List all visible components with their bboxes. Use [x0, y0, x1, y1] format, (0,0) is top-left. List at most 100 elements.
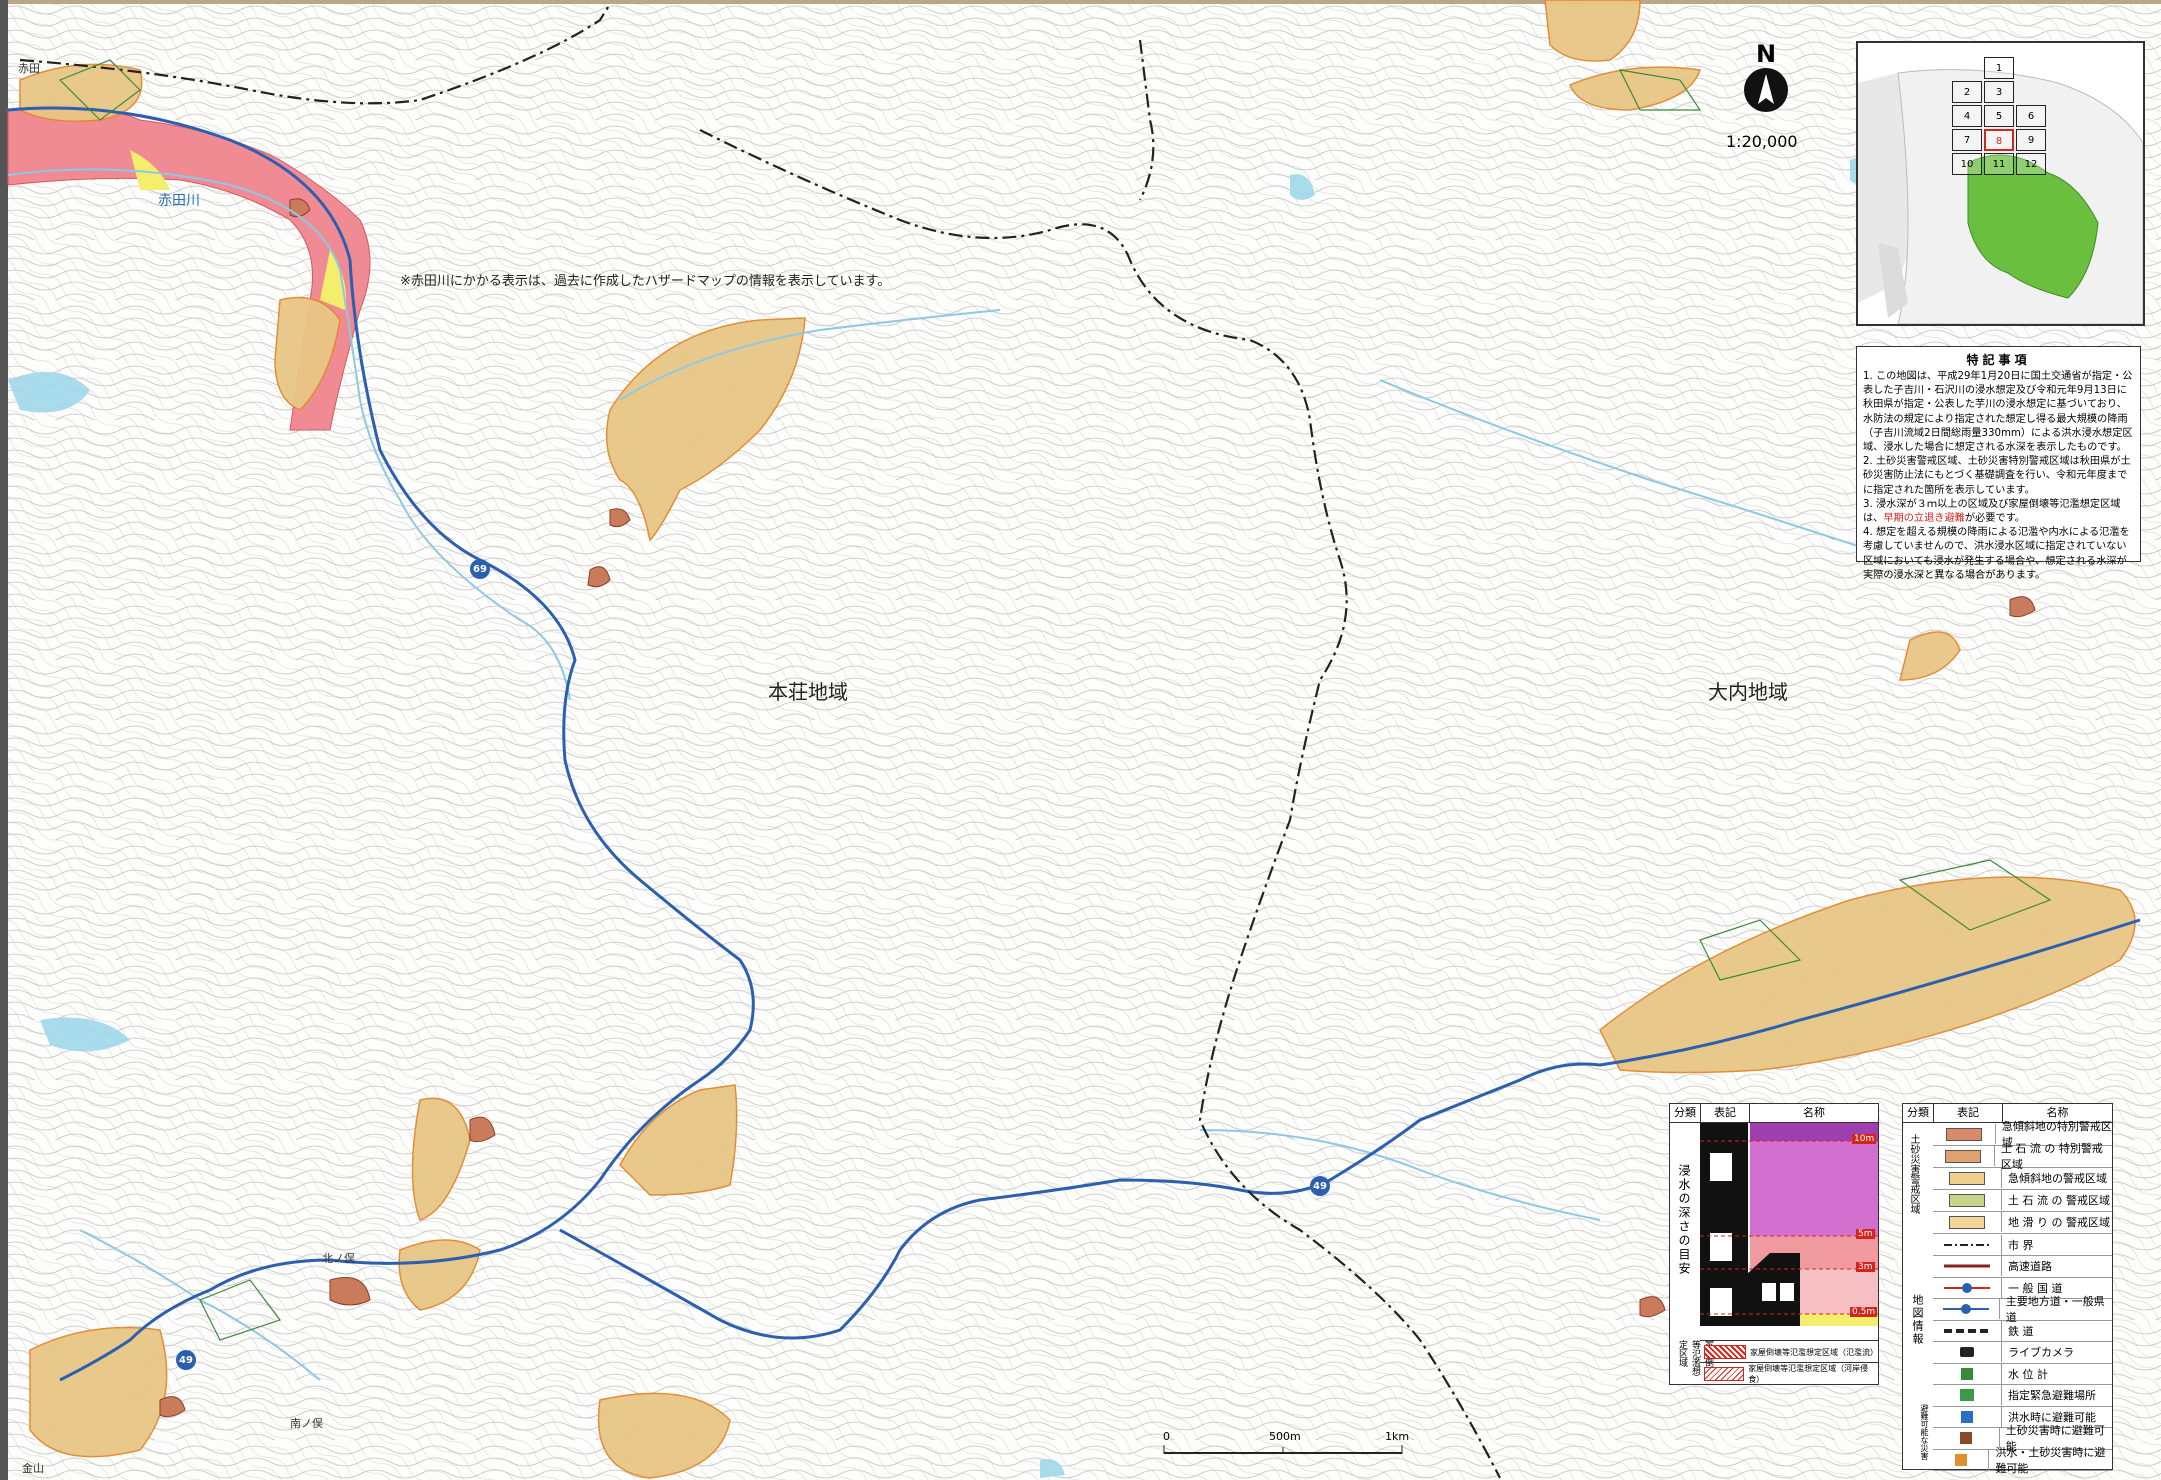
legend-row-label: 鉄 道 — [2008, 1324, 2034, 1338]
inset-tile[interactable]: 3 — [1984, 81, 2014, 103]
scale-label: 500m — [1269, 1430, 1301, 1443]
legend-symbol-icon — [1959, 1432, 1972, 1444]
area-label-ouchi: 大内地域 — [1708, 680, 1788, 704]
national-road — [7, 106, 2141, 1382]
legend-row-warning: 急傾斜地の特別警戒区域 — [1933, 1120, 2112, 1149]
depth-header-category: 分類 — [1670, 1104, 1701, 1122]
inset-tile[interactable]: 12 — [2016, 153, 2046, 175]
legend-row-map: 指定緊急避難場所 — [1933, 1385, 2112, 1407]
legend-row-map: 土砂災害時に避難可能 — [1933, 1424, 2112, 1453]
legend-symbol-icon — [1960, 1347, 1974, 1357]
inset-tile[interactable]: 7 — [1952, 129, 1982, 151]
depth-level: 3m — [1856, 1262, 1875, 1272]
inset-tile[interactable]: 5 — [1984, 105, 2014, 127]
scale-label: 1km — [1385, 1430, 1410, 1443]
depth-side-label: 浸水の深さの目安 — [1677, 1164, 1691, 1276]
depth-header-name: 名称 — [1803, 1106, 1825, 1119]
legend-row-map: 水 位 計 — [1933, 1363, 2112, 1385]
legend-row-map: ライブカメラ — [1933, 1342, 2112, 1364]
evac-group-label: 避難可能な災害 — [1920, 1404, 1929, 1460]
legend-row-label: 指定緊急避難場所 — [2008, 1389, 2096, 1402]
place-label-kanayama: 金山 — [22, 1462, 44, 1475]
legend-row-warning: 急傾斜地の警戒区域 — [1933, 1167, 2112, 1190]
collapse-erosion-swatch — [1704, 1367, 1745, 1381]
legend-row-warning: 地 滑 り の 警戒区域 — [1933, 1211, 2112, 1234]
legend-row-warning: 土 石 流 の 特別警戒区域 — [1933, 1142, 2112, 1171]
depth-header-symbol: 表記 — [1701, 1104, 1750, 1122]
place-label-kitanomata: 北ノ俣 — [322, 1252, 355, 1265]
scale-ratio: 1:20,000 — [1726, 132, 1798, 151]
river-label-akata: 赤田川 — [158, 193, 200, 209]
notes-item: 1. この地図は、平成29年1月20日に国土交通省が指定・公表した子吉川・石沢川… — [1863, 371, 2133, 454]
legend-swatch — [1949, 1171, 1985, 1185]
legend-row-label: 一 般 国 道 — [2008, 1281, 2063, 1295]
legend-header-name: 名称 — [2046, 1106, 2069, 1119]
legend-symbol-icon — [1942, 1304, 1989, 1314]
slope-special-zones — [159, 198, 2036, 1418]
legend-symbol-icon — [1944, 1328, 1990, 1333]
notes-item-3-tail: が必要です。 — [1964, 513, 2025, 525]
legend-symbol-icon — [1944, 1282, 1990, 1293]
place-label-minaminomata: 南ノ俣 — [290, 1417, 323, 1430]
legend-symbol-icon — [1961, 1410, 1973, 1423]
legend-header-symbol: 表記 — [1934, 1104, 2003, 1122]
landslide-zones — [19, 0, 2136, 1479]
legend-symbol-icon — [1954, 1453, 1967, 1466]
legend-row-label: 急傾斜地の特別警戒区域 — [2001, 1120, 2112, 1149]
legend-symbol-icon — [1961, 1367, 1973, 1380]
legend-row-map: 洪水・土砂災害時に避難可能 — [1933, 1446, 2112, 1475]
legend-swatch — [1945, 1127, 1982, 1141]
map-info-group-label: 地図情報 — [1911, 1294, 1924, 1346]
legend-row-label: 土 石 流 の 特別警戒区域 — [2000, 1142, 2103, 1171]
legend-row-label: 水 位 計 — [2008, 1367, 2048, 1381]
legend-symbol-icon — [1944, 1243, 1990, 1246]
legend-swatch — [1949, 1215, 1985, 1229]
scale-label: 0 — [1163, 1430, 1170, 1443]
legend-swatch — [1945, 1149, 1982, 1163]
flood-depth-legend: 分類 表記 名称 浸水の深さの目安 10m 5m 3m 0.5m 家屋倒壊等氾濫… — [1669, 1103, 1879, 1385]
inset-tile[interactable]: 2 — [1952, 81, 1982, 103]
place-label-akata: 赤田 — [18, 62, 40, 75]
depth-level: 5m — [1856, 1229, 1875, 1239]
inset-tile[interactable]: 6 — [2016, 105, 2046, 127]
notes-item-3-emphasis: 早期の立退き避難 — [1883, 513, 1965, 525]
inset-tile[interactable]: 10 — [1952, 153, 1982, 175]
special-notes: 特記事項 1. この地図は、平成29年1月20日に国土交通省が指定・公表した子吉… — [1856, 346, 2141, 581]
legend-symbol-icon — [1960, 1389, 1974, 1401]
notes-item: 3. 浸水深が３ｍ以上の区域及び家屋倒壊等氾濫想定区域は、早期の立退き避難が必要… — [1863, 498, 2134, 526]
road-shield-69: 69 — [470, 559, 490, 579]
inset-tile[interactable]: 4 — [1952, 105, 1982, 127]
legend-row-label: 土砂災害時に避難可能 — [2005, 1424, 2105, 1453]
warning-group-label: 土砂災害警戒区域 — [1908, 1134, 1919, 1214]
water-bodies — [8, 157, 1880, 1478]
legend-row-label: 急傾斜地の警戒区域 — [2008, 1172, 2107, 1185]
collapse-erosion-label: 家屋倒壊等氾濫想定区域（河岸侵食） — [1748, 1364, 1869, 1384]
legend-row-label: 市 界 — [2008, 1238, 2034, 1252]
notes-item: 4. 想定を超える規模の降雨による氾濫や内水による氾濫を考慮していませんので、洪… — [1863, 527, 2130, 581]
debris-flow-outlines — [58, 59, 2052, 1341]
notes-item: 2. 土砂災害警戒区域、土砂災害特別警戒区域は秋田県が土砂災害防止法にもとづく基… — [1863, 456, 2131, 496]
inset-tile[interactable]: 9 — [2016, 129, 2046, 151]
inset-tile[interactable]: 11 — [1984, 153, 2014, 175]
north-letter: N — [1755, 40, 1777, 68]
legend-row-label: 土 石 流 の 警戒区域 — [2008, 1194, 2110, 1207]
scale-bar: 0 500m 1km — [1163, 1430, 1409, 1463]
legend-swatch — [1949, 1193, 1985, 1207]
legend-header-category: 分類 — [1903, 1104, 1934, 1122]
north-arrow: N — [1736, 40, 1796, 112]
inset-tile[interactable]: 8 — [1984, 129, 2014, 151]
legend-row-map: 高速道路 — [1933, 1256, 2112, 1278]
symbol-legend: 分類 表記 名称 土砂災害警戒区域 急傾斜地の特別警戒区域土 石 流 の 特別警… — [1902, 1103, 2113, 1475]
road-shield-49: 49 — [176, 1350, 196, 1370]
map-note: ※赤田川にかかる表示は、過去に作成したハザードマップの情報を表示しています。 — [400, 274, 891, 289]
road-shield-49: 49 — [1310, 1176, 1330, 1196]
streams — [7, 168, 1901, 1381]
depth-level: 0.5m — [1850, 1307, 1878, 1317]
inset-tile[interactable]: 1 — [1984, 57, 2014, 79]
legend-row-label: 洪水・土砂災害時に避難可能 — [1995, 1445, 2106, 1475]
collapse-flow-label: 家屋倒壊等氾濫想定区域（氾濫流） — [1750, 1347, 1878, 1357]
legend-row-label: ライブカメラ — [2008, 1346, 2074, 1359]
legend-row-map: 鉄 道 — [1933, 1320, 2112, 1342]
